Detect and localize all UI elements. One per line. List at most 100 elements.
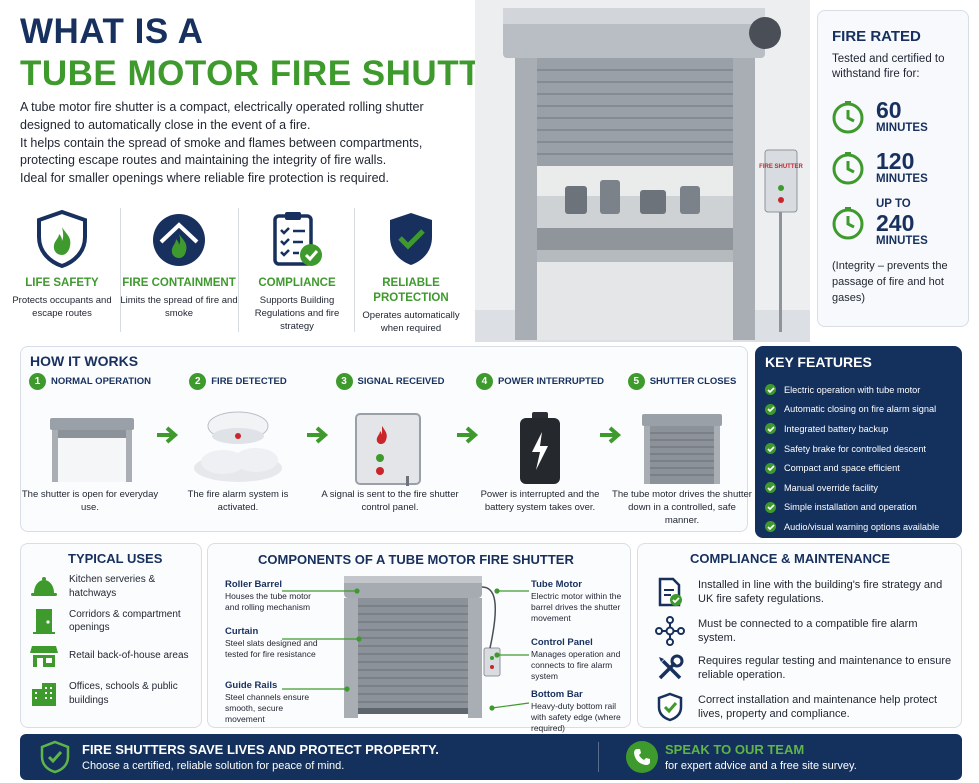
feature-item: Safety brake for controlled descent — [765, 439, 962, 459]
component-desc: Manages operation and connects to fire a… — [531, 649, 621, 681]
title-line-1: WHAT IS A — [20, 12, 204, 51]
duration-unit: MINUTES — [876, 173, 928, 185]
arrow-right-icon — [457, 426, 479, 444]
benefit-title: FIRE CONTAINMENT — [122, 277, 236, 289]
feature-item: Integrated battery backup — [765, 419, 962, 439]
cta-subtext: for expert advice and a free site survey… — [665, 760, 857, 772]
feature-text: Electric operation with tube motor — [784, 384, 921, 395]
arrow-right-icon — [600, 426, 622, 444]
use-text: Retail back-of-house areas — [69, 650, 189, 662]
step-title: SIGNAL RECEIVED — [357, 375, 445, 387]
component-title: Bottom Bar — [531, 689, 583, 700]
use-item: Retail back-of-house areas — [27, 643, 197, 669]
banner-divider — [598, 742, 599, 772]
shield-flame-icon — [37, 209, 87, 269]
feature-item: Electric operation with tube motor — [765, 380, 962, 400]
use-item: Kitchen serveries & hatchways — [27, 573, 197, 600]
intro-text: A tube motor fire shutter is a compact, … — [20, 99, 475, 188]
component-desc: Houses the tube motor and rolling mechan… — [225, 591, 311, 612]
cta-title[interactable]: SPEAK TO OUR TEAM — [665, 742, 805, 757]
component-desc: Steel channels ensure smooth, secure mov… — [225, 692, 310, 724]
arrow-right-icon — [157, 426, 179, 444]
door-icon — [33, 609, 55, 634]
component-desc: Heavy-duty bottom rail with safety edge … — [531, 701, 621, 733]
tools-icon — [658, 654, 684, 680]
component-desc: Electric motor within the barrel drives … — [531, 591, 622, 623]
step-title: NORMAL OPERATION — [51, 375, 151, 387]
step-number: 5 — [627, 372, 645, 390]
duration-unit: MINUTES — [876, 122, 928, 134]
step-title: FIRE DETECTED — [211, 375, 287, 387]
cloche-icon — [31, 576, 57, 596]
document-check-icon — [658, 577, 682, 607]
house-flame-icon — [153, 214, 205, 266]
benefit-compliance: COMPLIANCE Supports Building Regulations… — [238, 206, 356, 333]
feature-text: Manual override facility — [784, 482, 878, 493]
compliance-text: Installed in line with the building's fi… — [698, 578, 943, 606]
check-icon — [765, 443, 776, 455]
feature-text: Integrated battery backup — [784, 423, 889, 434]
duration-prefix: UP TO — [876, 198, 911, 210]
benefit-desc: Supports Building Regulations and fire s… — [254, 295, 340, 332]
compliance-item: Requires regular testing and maintenance… — [650, 653, 955, 683]
fire-rated-title: FIRE RATED — [832, 28, 921, 45]
duration-number: 120 — [876, 148, 915, 174]
step-title: SHUTTER CLOSES — [649, 375, 737, 387]
smoke-detector-icon — [194, 411, 282, 482]
open-shutter-icon — [50, 418, 134, 482]
clock-icon — [832, 207, 864, 240]
feature-text: Safety brake for controlled descent — [784, 443, 926, 454]
compliance-title: COMPLIANCE & MAINTENANCE — [690, 551, 891, 566]
compliance-item: Correct installation and maintenance hel… — [650, 692, 955, 722]
compliance-item: Installed in line with the building's fi… — [650, 577, 955, 607]
step-desc: Power is interrupted and the battery sys… — [480, 489, 600, 513]
duration-number: 240 — [876, 210, 915, 236]
benefit-title: RELIABLE PROTECTION — [373, 277, 449, 304]
buildings-icon — [32, 682, 56, 706]
component-desc: Steel slats designed and tested for fire… — [225, 638, 318, 659]
step-number: 3 — [335, 372, 353, 390]
component-leader-lines — [282, 588, 530, 711]
key-features-panel: KEY FEATURES Electric operation with tub… — [755, 346, 962, 538]
component-title: Guide Rails — [225, 680, 278, 691]
feature-item: Simple installation and operation — [765, 498, 962, 518]
component-title: Tube Motor — [531, 579, 583, 590]
benefit-reliable-protection: RELIABLE PROTECTION Operates automatical… — [352, 206, 470, 335]
duration-number: 60 — [876, 97, 902, 123]
compliance-panel — [637, 543, 962, 728]
duration-unit: MINUTES — [876, 235, 928, 247]
benefit-desc: Limits the spread of fire and smoke — [120, 295, 238, 319]
compliance-text: Must be connected to a compatible fire a… — [698, 617, 918, 645]
feature-text: Automatic closing on fire alarm signal — [784, 404, 937, 415]
check-icon — [765, 403, 776, 415]
feature-text: Audio/visual warning options available — [784, 521, 940, 532]
divider — [238, 208, 239, 332]
intro-line: protecting escape routes and maintaining… — [20, 153, 387, 168]
footer-banner: FIRE SHUTTERS SAVE LIVES AND PROTECT PRO… — [20, 734, 962, 780]
component-title: Curtain — [225, 626, 259, 637]
phone-icon[interactable] — [626, 741, 658, 773]
panel-sign: FIRE SHUTTER — [759, 164, 803, 170]
shield-check-icon — [657, 692, 683, 722]
step-number: 2 — [189, 372, 207, 390]
use-text: Corridors & compartment openings — [69, 608, 181, 634]
network-icon — [655, 616, 685, 646]
how-it-works-title: HOW IT WORKS — [30, 353, 139, 369]
use-text: Offices, schools & public buildings — [69, 681, 178, 706]
step-number: 4 — [475, 372, 493, 390]
title-line-2: TUBE MOTOR FIRE SHUTTER? — [20, 54, 553, 93]
component-title: Roller Barrel — [225, 579, 283, 590]
use-item: Corridors & compartment openings — [27, 607, 197, 635]
step-desc: The fire alarm system is activated. — [187, 489, 289, 513]
banner-subtext: Choose a certified, reliable solution fo… — [82, 760, 345, 772]
benefit-title: COMPLIANCE — [258, 277, 336, 289]
compliance-item: Must be connected to a compatible fire a… — [650, 616, 955, 646]
feature-item: Compact and space efficient — [765, 458, 962, 478]
check-icon — [765, 521, 776, 533]
